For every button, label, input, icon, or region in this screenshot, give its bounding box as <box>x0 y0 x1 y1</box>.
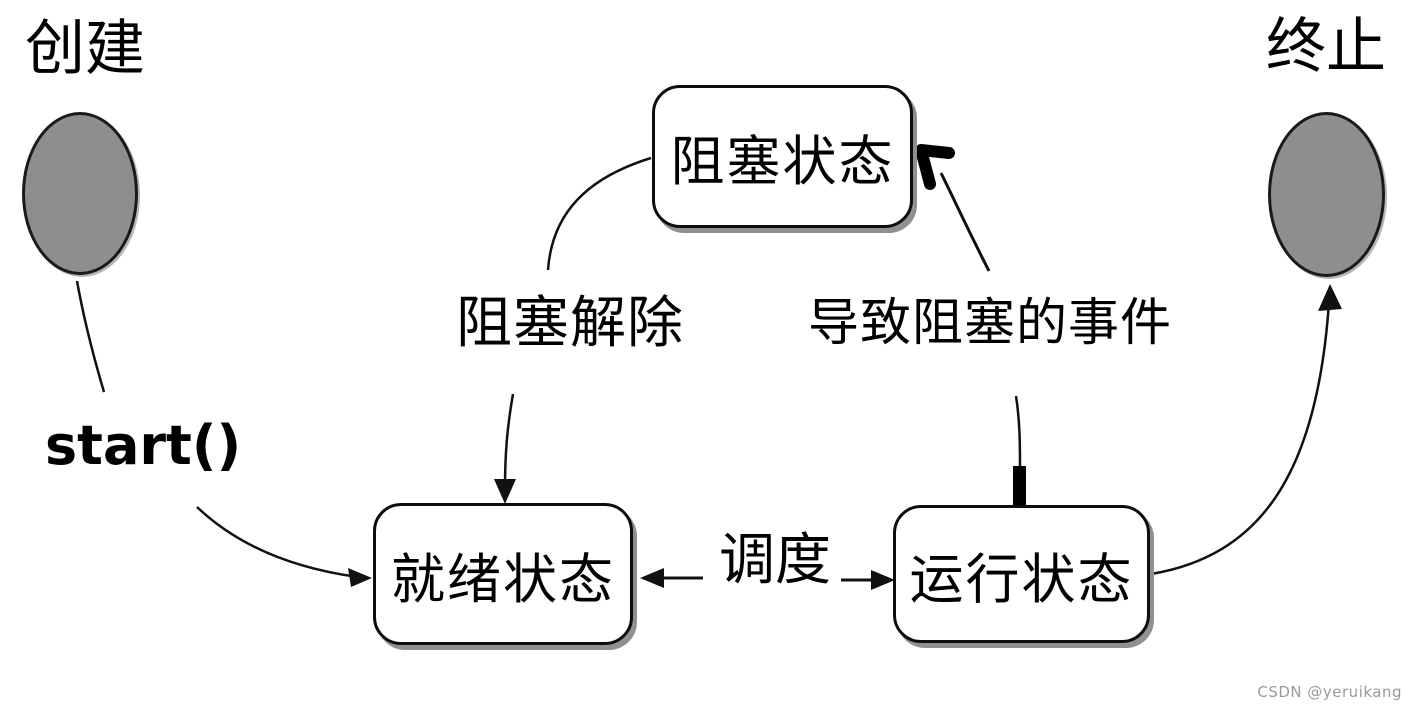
edge-unblock-to-ready-arrowhead <box>494 479 516 504</box>
edge-start-to-ready-arrowhead <box>348 568 372 587</box>
state-box-ready-label: 就绪状态 <box>391 547 615 611</box>
edge-running-to-blocked-arrowhead <box>915 144 955 190</box>
state-box-blocked-label: 阻塞状态 <box>670 130 895 193</box>
edge-event-leader-line <box>1014 395 1022 469</box>
edge-create-to-start-line <box>75 280 106 393</box>
edge-running-to-terminate-arrowhead <box>1318 284 1342 311</box>
state-box-ready: 就绪状态 <box>373 503 633 645</box>
edge-schedule-to-ready-arrowhead <box>640 568 664 588</box>
edge-blocked-to-unblock-line <box>546 156 652 271</box>
state-box-running: 运行状态 <box>893 505 1150 643</box>
edge-event-thick-stub <box>1013 466 1026 508</box>
edge-start-to-ready-line <box>196 506 359 579</box>
edge-schedule-to-running-arrowhead <box>871 570 895 590</box>
edge-running-to-terminate-line <box>1150 301 1331 576</box>
state-box-blocked: 阻塞状态 <box>652 85 913 228</box>
unblock-edge-label: 阻塞解除 <box>456 291 684 356</box>
create-state-circle <box>22 112 138 275</box>
schedule-edge-label: 调度 <box>719 528 831 593</box>
terminate-label: 终止 <box>1266 12 1386 82</box>
terminate-state-circle <box>1268 112 1385 277</box>
blocking-event-edge-label: 导致阻塞的事件 <box>808 294 1173 353</box>
state-box-running-label: 运行状态 <box>909 547 1134 611</box>
edge-running-to-blocked-line <box>939 172 991 272</box>
edge-unblock-to-ready-line <box>503 393 515 489</box>
start-method-label: start() <box>45 414 242 477</box>
csdn-watermark: CSDN @yeruikang <box>1257 683 1402 701</box>
create-label: 创建 <box>25 14 145 84</box>
